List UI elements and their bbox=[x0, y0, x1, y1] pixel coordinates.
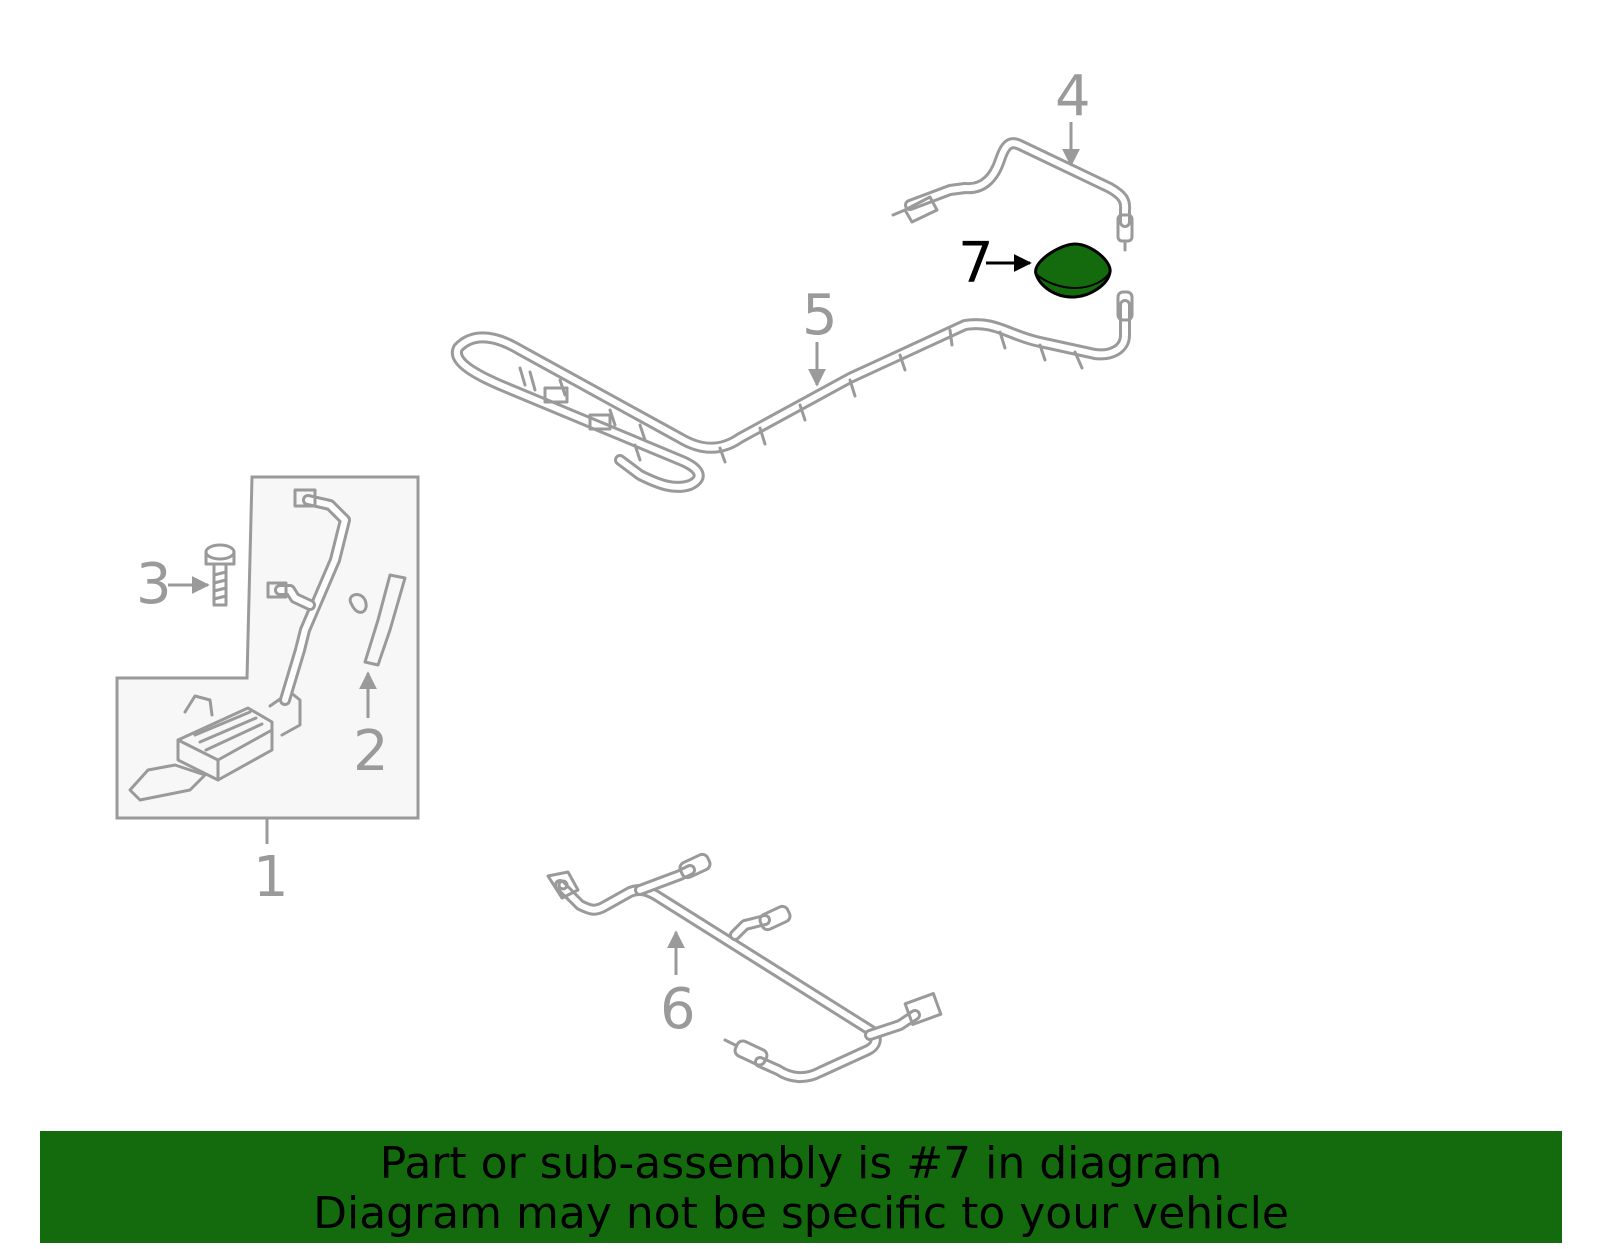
callout-7: 7 bbox=[958, 231, 994, 296]
callout-3: 3 bbox=[136, 552, 172, 617]
callout-6: 6 bbox=[660, 977, 696, 1042]
part-3-bolt bbox=[204, 543, 236, 607]
banner-line-1: Part or sub-assembly is #7 in diagram bbox=[379, 1138, 1223, 1189]
info-banner: Part or sub-assembly is #7 in diagram Di… bbox=[40, 1131, 1562, 1243]
part-2-bracket bbox=[348, 573, 407, 667]
callout-5: 5 bbox=[802, 283, 838, 348]
part-4-harness bbox=[891, 137, 1134, 252]
callout-1: 1 bbox=[253, 845, 289, 910]
part-1-module bbox=[128, 690, 302, 802]
banner-line-2: Diagram may not be specific to your vehi… bbox=[313, 1188, 1289, 1239]
callout-2: 2 bbox=[353, 719, 389, 784]
callout-4: 4 bbox=[1055, 64, 1091, 129]
part-1-harness bbox=[266, 488, 351, 706]
part-7-pad bbox=[1034, 242, 1112, 299]
part-6-harness bbox=[546, 852, 943, 1083]
part-5-harness bbox=[450, 290, 1134, 493]
